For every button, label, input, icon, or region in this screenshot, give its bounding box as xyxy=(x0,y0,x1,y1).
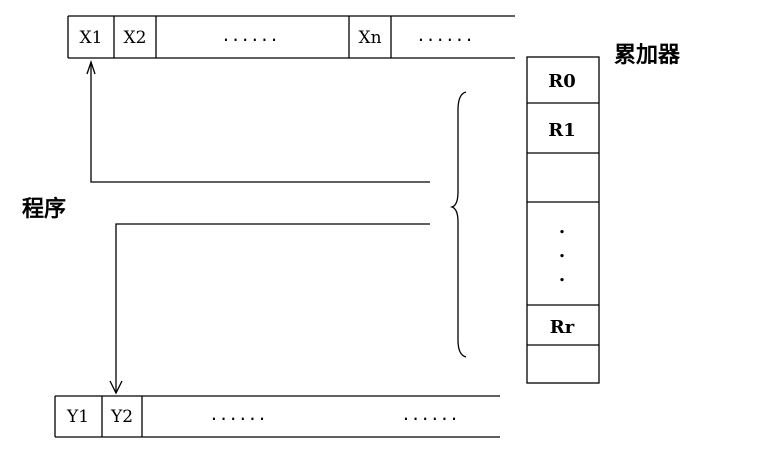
register-ellipsis-dot: . xyxy=(559,217,565,238)
input-tape: X1 X2 ...... Xn ...... xyxy=(67,15,515,59)
read-line xyxy=(90,62,430,183)
input-cell-x2: X2 xyxy=(124,28,147,48)
write-line xyxy=(115,223,430,393)
register-ellipsis-dot: . xyxy=(559,241,565,262)
register-r0: R0 xyxy=(548,71,575,92)
accumulator: 累加器 R0 R1 . . . Rr xyxy=(526,43,681,384)
output-cell-y1: Y1 xyxy=(66,407,89,427)
output-tape: Y1 Y2 ...... ...... xyxy=(54,395,500,438)
program-label: 程序 xyxy=(22,196,66,222)
input-cell-ellipsis: ...... xyxy=(416,26,474,45)
register-rr: Rr xyxy=(550,317,575,338)
register-ellipsis-dot: . xyxy=(559,265,565,286)
accumulator-label: 累加器 xyxy=(614,43,681,68)
register-r1: R1 xyxy=(548,120,575,141)
register-column xyxy=(526,56,600,384)
input-cell-ellipsis: ...... xyxy=(221,26,279,45)
read-arrow-head xyxy=(86,59,96,75)
program-brace xyxy=(449,91,467,358)
output-cell-ellipsis: ...... xyxy=(209,405,267,424)
input-cell-xn: Xn xyxy=(358,28,381,48)
input-cell-x1: X1 xyxy=(80,28,103,48)
write-arrow-head xyxy=(109,380,123,395)
output-cell-y2: Y2 xyxy=(110,407,133,427)
program: 程序 xyxy=(22,59,467,395)
output-cell-ellipsis: ...... xyxy=(401,405,459,424)
